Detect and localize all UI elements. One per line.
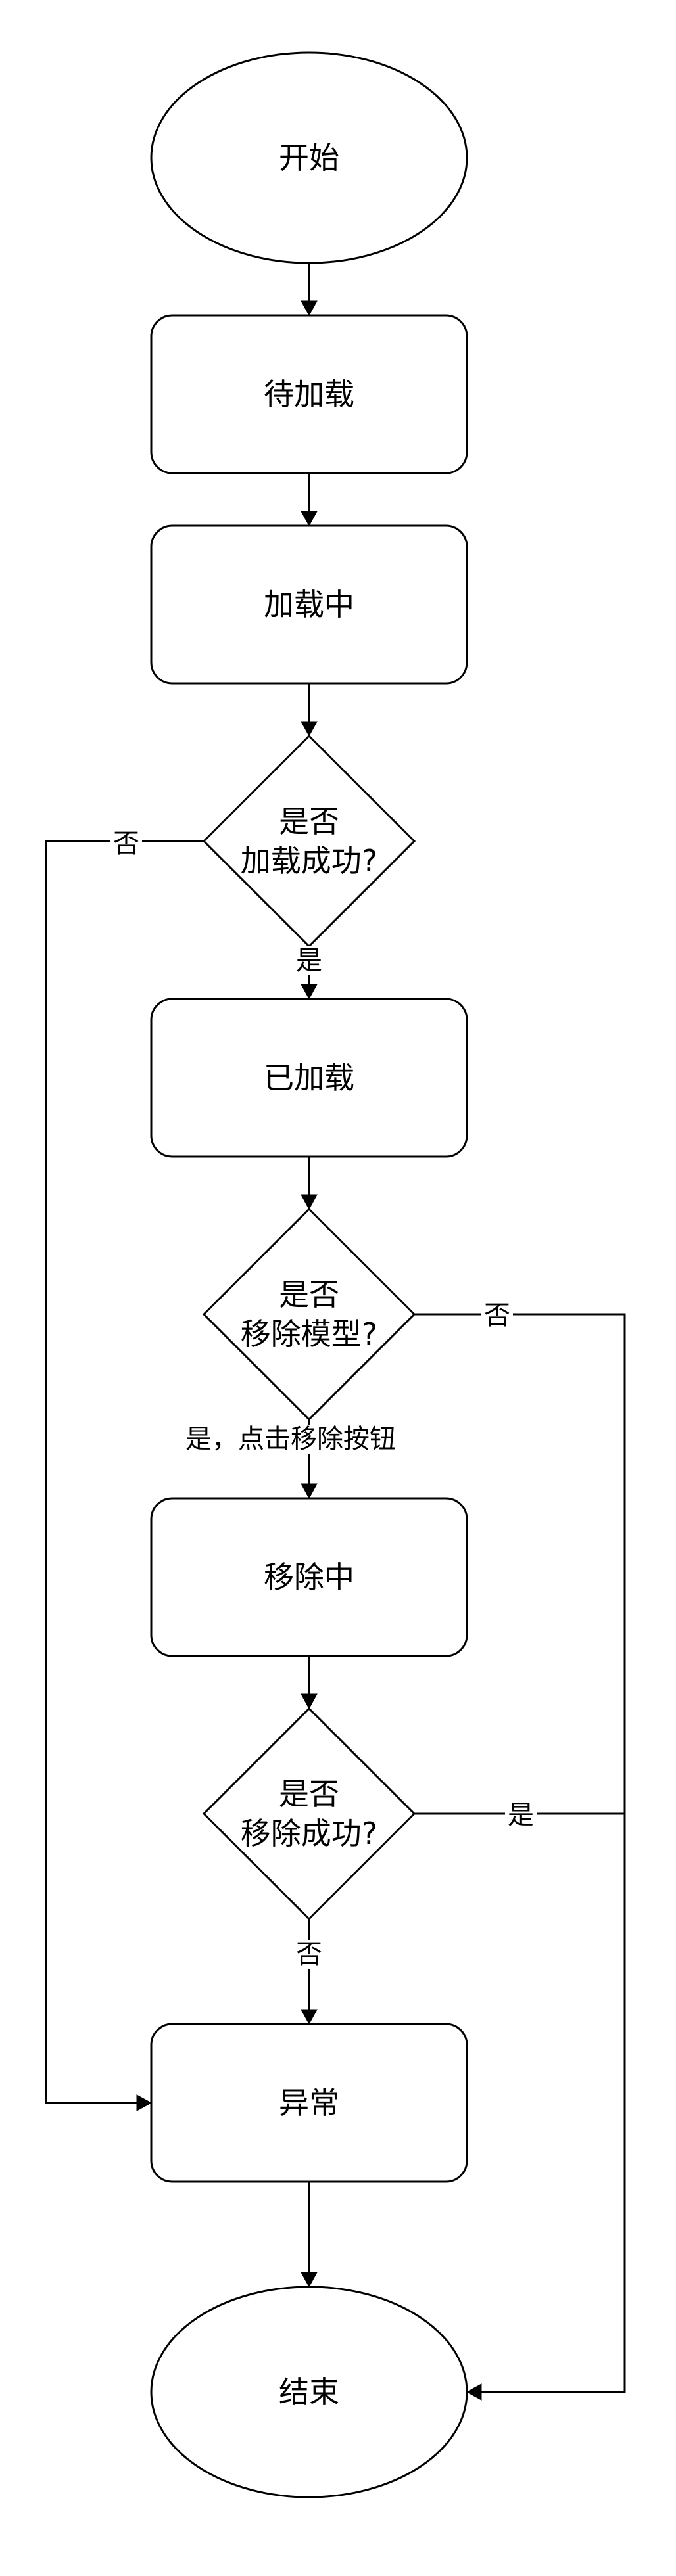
edge-remove-no-to-end: [414, 1313, 626, 2393]
arrowhead-decision-load: [301, 721, 318, 737]
error-node-label: 异常: [279, 2085, 339, 2121]
edge-label-remove-ok-no: 否: [293, 1940, 325, 1969]
decision-remove-line-2: 移除模型?: [240, 1316, 378, 1352]
loaded-node-label: 已加载: [264, 1060, 354, 1095]
arrowhead-end-right: [466, 2383, 482, 2401]
decision-remove-line-1: 是否: [278, 1277, 339, 1312]
arrowhead-error: [301, 2009, 318, 2025]
decision-remove-label: 是否 移除模型?: [241, 1275, 377, 1354]
arrowhead-decision-remove: [301, 1194, 318, 1210]
edge-label-remove-yes-click: 是，点击移除按钮: [183, 1425, 398, 1454]
edge-label-load-yes: 是: [293, 946, 325, 975]
edge-label-remove-no: 否: [481, 1301, 513, 1330]
decision-remove-ok-label: 是否 移除成功?: [241, 1774, 377, 1853]
edge-label-load-no: 否: [110, 829, 142, 858]
arrowhead-pending: [301, 300, 318, 317]
edge-label-remove-ok-yes: 是: [505, 1801, 537, 1829]
arrowhead-loaded: [301, 984, 318, 1000]
arrowhead-decision-remove-ok: [301, 1693, 318, 1710]
arrowhead-end: [301, 2272, 318, 2288]
decision-load-line-2: 加载成功?: [240, 843, 378, 879]
loading-node-label: 加载中: [264, 587, 354, 622]
arrowhead-removing: [301, 1483, 318, 1500]
removing-node-label: 移除中: [264, 1559, 354, 1595]
decision-load-label: 是否 加载成功?: [241, 802, 377, 881]
arrowhead-error-left: [136, 2094, 153, 2111]
end-node-label: 结束: [279, 2374, 339, 2410]
start-node-label: 开始: [279, 140, 339, 175]
decision-remove-ok-line-1: 是否: [278, 1776, 339, 1812]
pending-node-label: 待加载: [264, 377, 354, 412]
decision-load-line-1: 是否: [278, 804, 339, 839]
arrowhead-loading: [301, 511, 318, 527]
decision-remove-ok-line-2: 移除成功?: [240, 1816, 378, 1851]
